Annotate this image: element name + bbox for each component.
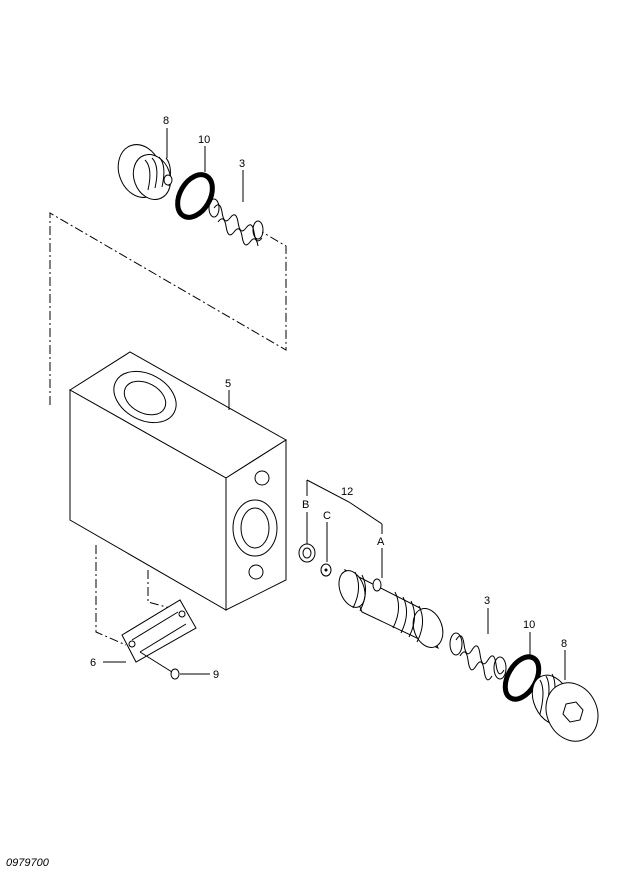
assembly-lines [49, 212, 287, 646]
plug-top [117, 144, 173, 200]
plate [121, 599, 197, 663]
leader-lines [103, 128, 566, 680]
seal-c [320, 563, 332, 577]
label-seal-c: C [323, 510, 331, 522]
label-bolt: 9 [213, 669, 219, 681]
bolt [139, 651, 180, 680]
label-plate: 6 [90, 657, 96, 669]
label-body: 5 [225, 378, 231, 390]
label-plug-bottom: 8 [561, 638, 567, 650]
label-oring-top: 10 [198, 134, 210, 146]
oring-top [175, 172, 215, 220]
label-spool-a: A [377, 536, 385, 548]
label-oring-bottom: 10 [523, 619, 535, 631]
label-plug-top: 8 [163, 115, 169, 127]
spool-a [338, 568, 444, 650]
spring-top [208, 198, 264, 247]
label-spring-top: 3 [239, 158, 245, 170]
label-spool-group: 12 [341, 486, 353, 498]
spring-bottom [449, 632, 507, 681]
drawing-code: 0979700 [6, 857, 50, 869]
valve-body [69, 351, 287, 611]
label-seal-b: B [302, 499, 309, 511]
label-spring-bottom: 3 [484, 595, 490, 607]
seal-b [298, 543, 316, 563]
part-labels: 8 10 3 5 12 B C A 3 10 8 6 9 [90, 115, 567, 681]
plug-bottom [531, 673, 599, 742]
